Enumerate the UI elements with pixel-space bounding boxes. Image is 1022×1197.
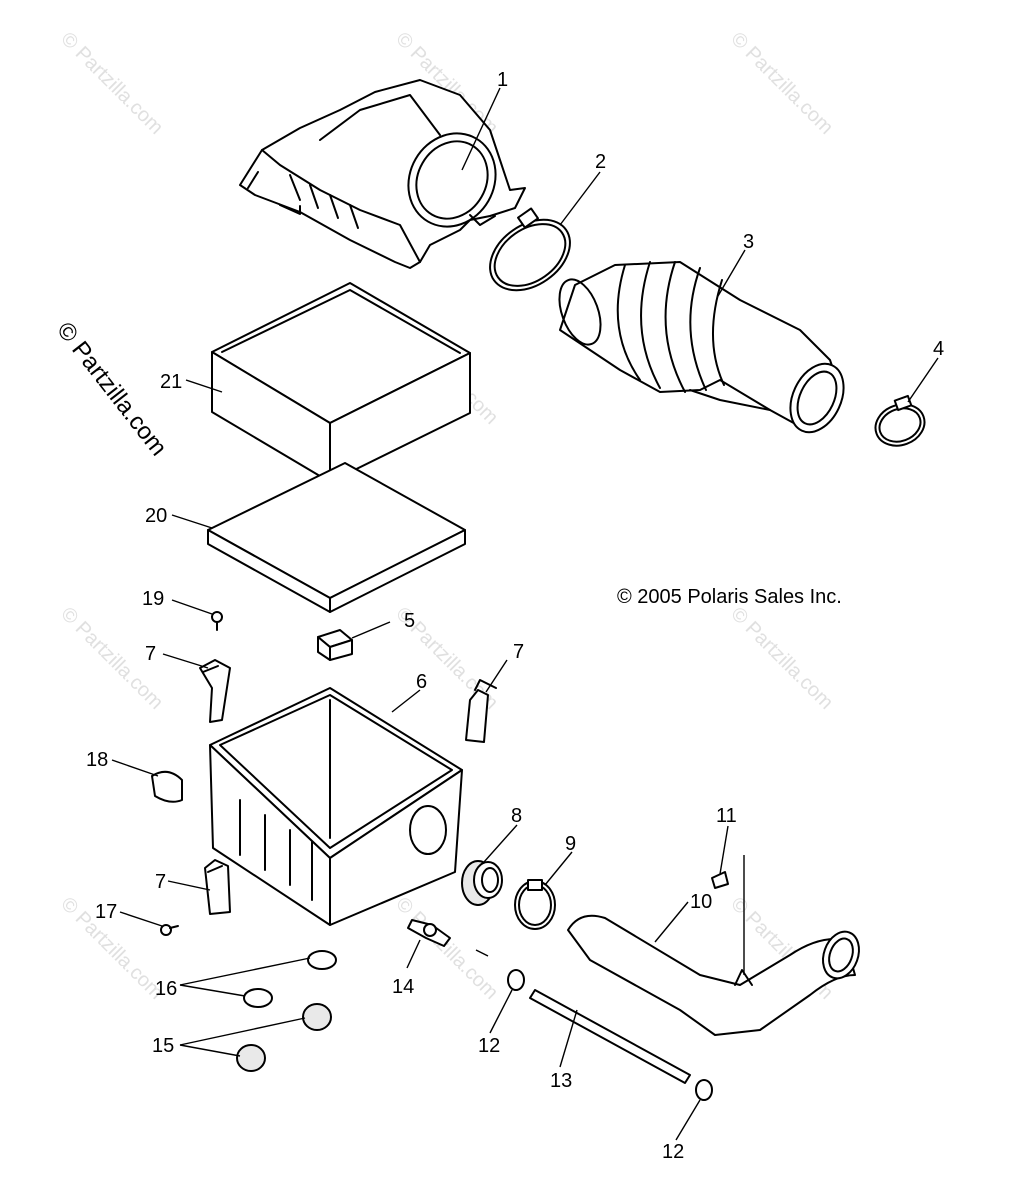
part-16-clamps[interactable] — [243, 950, 337, 1008]
watermark-tile: © Partzilla.com — [726, 603, 837, 714]
part-2-clamp[interactable] — [477, 205, 583, 305]
part-7-clip-left[interactable] — [199, 659, 231, 723]
callout-5: 5 — [404, 610, 415, 632]
copyright-notice: © 2005 Polaris Sales Inc. — [617, 586, 842, 608]
callout-20: 20 — [145, 505, 167, 527]
part-4-clamp[interactable] — [870, 394, 931, 452]
part-8-grommet[interactable] — [461, 860, 503, 906]
leader-lines — [111, 87, 939, 1141]
callout-7-lower: 7 — [155, 871, 166, 893]
callout-9: 9 — [565, 833, 576, 855]
callout-10: 10 — [690, 891, 712, 913]
part-12-clamp-upper[interactable] — [507, 969, 525, 991]
callout-14: 14 — [392, 976, 414, 998]
callout-6: 6 — [416, 671, 427, 693]
part-15-caps[interactable] — [236, 1003, 332, 1072]
watermark-tile: © Partzilla.com — [726, 28, 837, 139]
part-18-clip[interactable] — [151, 770, 183, 803]
callout-13: 13 — [550, 1070, 572, 1092]
callout-18: 18 — [86, 749, 108, 771]
part-5-block[interactable] — [317, 629, 353, 661]
callout-16: 16 — [155, 978, 177, 1000]
callout-2: 2 — [595, 151, 606, 173]
part-12-clamp-lower[interactable] — [695, 1079, 713, 1101]
callout-11: 11 — [716, 805, 737, 827]
part-14-fitting[interactable] — [407, 919, 451, 947]
callout-7-left: 7 — [145, 643, 156, 665]
part-21-filter-element[interactable] — [211, 282, 471, 483]
part-11-screw[interactable] — [711, 871, 729, 889]
part-20-prefilter[interactable] — [207, 462, 466, 613]
watermark-tile: © Partzilla.com — [56, 28, 167, 139]
callout-15: 15 — [152, 1035, 174, 1057]
part-7-clip-right[interactable] — [465, 679, 497, 743]
part-6-airbox[interactable] — [209, 687, 463, 926]
callout-4: 4 — [933, 338, 944, 360]
callout-19: 19 — [142, 588, 164, 610]
callout-8: 8 — [511, 805, 522, 827]
callout-21: 21 — [160, 371, 182, 393]
part-13-hose[interactable] — [529, 989, 691, 1084]
part-7-clip-lower[interactable] — [204, 859, 231, 915]
part-9-clamp[interactable] — [514, 879, 556, 930]
callout-17: 17 — [95, 901, 117, 923]
callout-labels: 1 2 3 4 21 20 19 5 7 7 6 18 8 11 9 7 10 … — [86, 69, 944, 1163]
callout-3: 3 — [743, 231, 754, 253]
part-19-screw[interactable] — [211, 611, 223, 631]
part-17-screw[interactable] — [160, 924, 179, 936]
callout-7-right: 7 — [513, 641, 524, 663]
part-3-intake-boot[interactable] — [551, 261, 854, 441]
callout-1: 1 — [497, 69, 508, 91]
part-10-tube[interactable] — [567, 914, 865, 1036]
callout-12-lower: 12 — [662, 1141, 684, 1163]
callout-12-upper: 12 — [478, 1035, 500, 1057]
watermark-side: © Partzilla.com — [51, 317, 172, 461]
